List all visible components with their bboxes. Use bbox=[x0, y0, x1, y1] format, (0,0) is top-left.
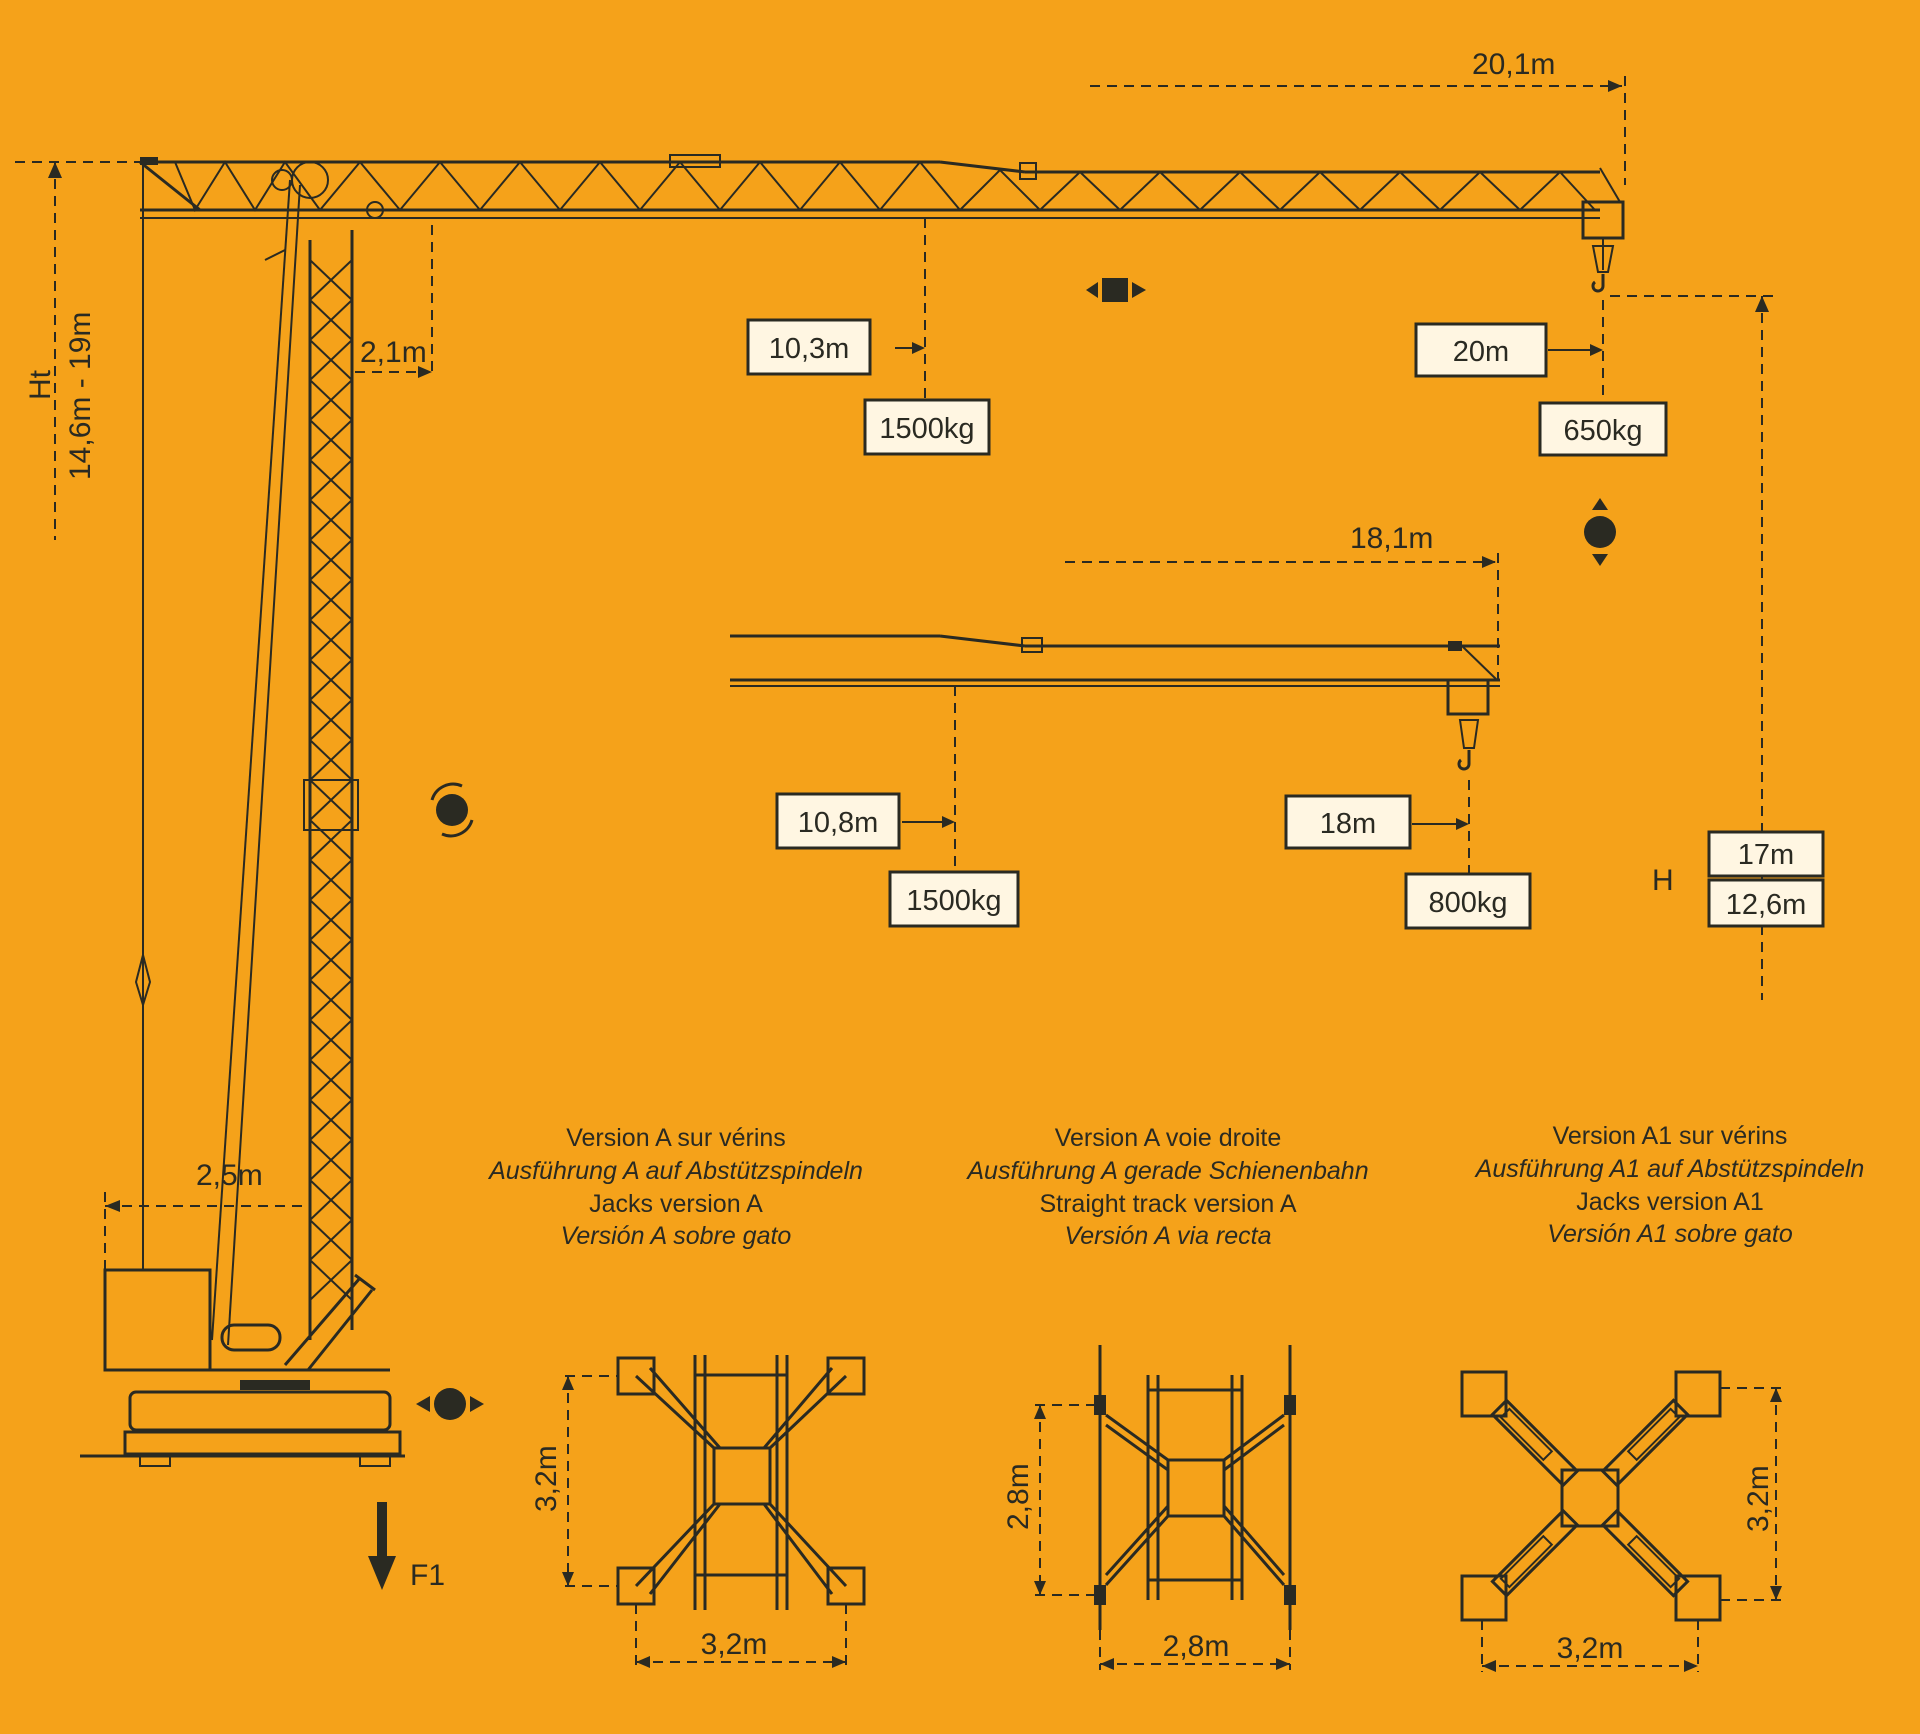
svg-text:Versión A via recta: Versión A via recta bbox=[1064, 1222, 1271, 1250]
svg-text:Straight track version A: Straight track version A bbox=[1039, 1190, 1296, 1218]
main-jib bbox=[139, 154, 1600, 261]
svg-text:1500kg: 1500kg bbox=[879, 413, 974, 445]
trolley-travel-icon bbox=[1086, 278, 1146, 302]
hook-height-label: H bbox=[1652, 864, 1674, 897]
svg-text:17m: 17m bbox=[1738, 839, 1794, 871]
version-a1-jacks-width: 3,2m bbox=[1557, 1632, 1624, 1665]
short-tip-radius-box: 18m bbox=[1284, 794, 1412, 850]
version-a-jacks-width: 3,2m bbox=[701, 1628, 768, 1661]
version-a-track-depth: 2,8m bbox=[1002, 1463, 1035, 1530]
svg-text:650kg: 650kg bbox=[1563, 415, 1642, 447]
trolley-hook bbox=[1581, 167, 1625, 293]
svg-text:800kg: 800kg bbox=[1428, 887, 1507, 919]
version-a-jacks-caption: Version A sur vérins Ausführung A auf Ab… bbox=[487, 1124, 863, 1250]
version-a1-jacks-caption: Version A1 sur vérins Ausführung A1 auf … bbox=[1474, 1122, 1865, 1248]
svg-text:12,6m: 12,6m bbox=[1726, 889, 1807, 921]
main-mid-radius-box: 10,3m bbox=[746, 318, 872, 376]
short-jib bbox=[730, 634, 1500, 771]
short-jib-length-label: 18,1m bbox=[1350, 522, 1433, 555]
svg-text:Ausführung A auf Abstützspinde: Ausführung A auf Abstützspindeln bbox=[487, 1157, 863, 1185]
version-a-track-width: 2,8m bbox=[1163, 1630, 1230, 1663]
force-label: F1 bbox=[410, 1559, 445, 1592]
footprint-version-a1-jacks: 3,2m 3,2m bbox=[1460, 1370, 1782, 1672]
svg-text:10,3m: 10,3m bbox=[769, 333, 850, 365]
short-tip-load-box: 800kg bbox=[1404, 872, 1532, 930]
tower-mast bbox=[303, 230, 359, 1340]
svg-text:18m: 18m bbox=[1320, 808, 1376, 840]
crane-base bbox=[80, 1268, 405, 1467]
svg-text:Jacks version A: Jacks version A bbox=[589, 1190, 763, 1218]
main-tip-load-box: 650kg bbox=[1538, 401, 1668, 457]
base-width-label: 2,5m bbox=[196, 1159, 263, 1192]
hook-height-short-box: 12,6m bbox=[1707, 878, 1825, 928]
dimension-lines bbox=[15, 76, 1775, 1270]
counter-offset-label: 2,1m bbox=[360, 336, 427, 369]
svg-text:Version A sur vérins: Version A sur vérins bbox=[566, 1124, 786, 1152]
crane-elevation bbox=[80, 154, 1625, 1467]
svg-text:Version A voie droite: Version A voie droite bbox=[1055, 1124, 1282, 1152]
version-a-jacks-depth: 3,2m bbox=[530, 1445, 563, 1512]
version-a1-jacks-depth: 3,2m bbox=[1742, 1465, 1775, 1532]
hook-height-long-box: 17m bbox=[1707, 830, 1825, 878]
crane-travel-icon bbox=[416, 1388, 484, 1420]
footprint-version-a-jacks: 3,2m 3,2m bbox=[530, 1355, 866, 1668]
svg-text:10,8m: 10,8m bbox=[798, 807, 879, 839]
svg-text:Versión A sobre gato: Versión A sobre gato bbox=[561, 1222, 792, 1250]
main-tip-radius-box: 20m bbox=[1414, 322, 1548, 378]
footprint-version-a-track: 2,8m 2,8m bbox=[1002, 1345, 1296, 1670]
short-mid-radius-box: 10,8m bbox=[775, 792, 901, 850]
version-captions: Version A sur vérins Ausführung A auf Ab… bbox=[487, 1122, 1864, 1250]
svg-text:Ausführung A gerade Schienenba: Ausführung A gerade Schienenbahn bbox=[965, 1157, 1368, 1185]
load-boxes: 10,3m 1500kg 20m 650kg 10,8m 1500kg 18m bbox=[746, 318, 1825, 930]
svg-text:Version A1 sur vérins: Version A1 sur vérins bbox=[1553, 1122, 1788, 1150]
jib-length-label: 20,1m bbox=[1472, 48, 1555, 81]
slewing-icon bbox=[430, 782, 474, 838]
height-range-label: 14,6m - 19m bbox=[64, 312, 97, 480]
short-mid-load-box: 1500kg bbox=[888, 870, 1020, 928]
force-arrow-icon bbox=[368, 1502, 396, 1590]
labels: 20,1m 2,1m Ht 14,6m - 19m 18,1m 2,5m H F… bbox=[24, 48, 1674, 1592]
svg-text:1500kg: 1500kg bbox=[906, 885, 1001, 917]
version-a-track-caption: Version A voie droite Ausführung A gerad… bbox=[965, 1124, 1368, 1250]
svg-text:Jacks version A1: Jacks version A1 bbox=[1576, 1188, 1764, 1216]
hoist-icon bbox=[1584, 498, 1616, 566]
height-label: Ht bbox=[24, 369, 57, 400]
main-mid-load-box: 1500kg bbox=[863, 398, 991, 456]
svg-text:20m: 20m bbox=[1453, 336, 1509, 368]
svg-text:Ausführung A1 auf Abstützspind: Ausführung A1 auf Abstützspindeln bbox=[1474, 1155, 1865, 1183]
svg-text:Versión A1 sobre gato: Versión A1 sobre gato bbox=[1547, 1220, 1793, 1248]
